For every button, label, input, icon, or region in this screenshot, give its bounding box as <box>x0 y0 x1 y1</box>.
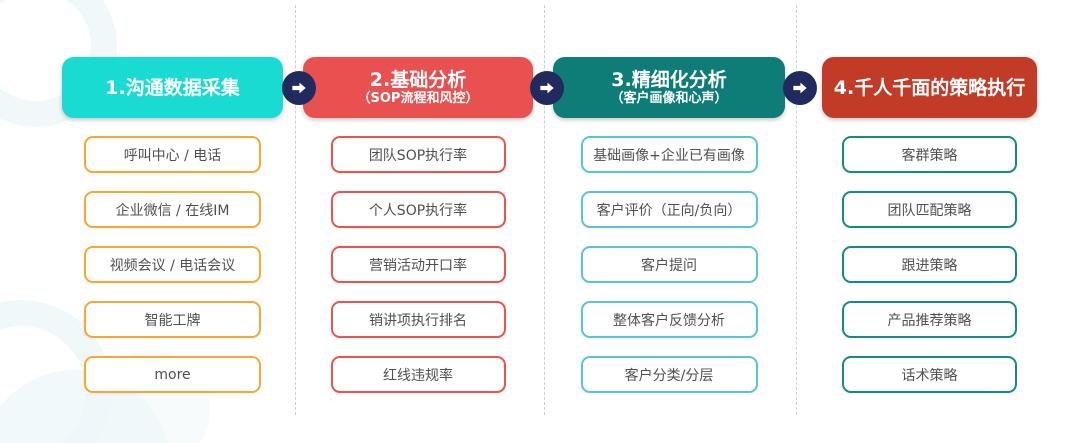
column-personalized-strategy-execution: 4.千人千面的策略执行 客群策略 团队匹配策略 跟进策略 产品推荐策略 话术策略 <box>822 57 1037 393</box>
item-box: 营销活动开口率 <box>330 246 506 283</box>
column-separator <box>544 5 545 415</box>
item-box: 企业微信 / 在线IM <box>84 191 261 228</box>
flow-arrow-icon <box>783 71 817 105</box>
column-communication-data-collection: 1.沟通数据采集 呼叫中心 / 电话 企业微信 / 在线IM 视频会议 / 电话… <box>62 57 283 393</box>
column-subtitle: （SOP流程和风控） <box>357 90 479 106</box>
column-header: 4.千人千面的策略执行 <box>822 57 1037 118</box>
item-box: more <box>84 356 261 393</box>
item-box: 团队匹配策略 <box>842 191 1017 228</box>
item-box: 基础画像+企业已有画像 <box>580 136 758 173</box>
column-separator <box>295 5 296 415</box>
column-separator <box>796 5 797 415</box>
column-title: 1.沟通数据采集 <box>105 76 240 99</box>
item-box: 客群策略 <box>842 136 1017 173</box>
item-box: 客户提问 <box>580 246 758 283</box>
column-subtitle: （客户画像和心声） <box>610 90 728 106</box>
item-box: 产品推荐策略 <box>842 301 1017 338</box>
item-box: 呼叫中心 / 电话 <box>84 136 261 173</box>
item-box: 个人SOP执行率 <box>330 191 506 228</box>
flow-arrow-icon <box>282 71 316 105</box>
column-title: 4.千人千面的策略执行 <box>833 76 1026 99</box>
item-box: 跟进策略 <box>842 246 1017 283</box>
column-title: 3.精细化分析 <box>611 68 727 91</box>
column-header: 3.精细化分析 （客户画像和心声） <box>553 57 785 118</box>
item-box: 销讲项执行排名 <box>330 301 506 338</box>
item-box: 团队SOP执行率 <box>330 136 506 173</box>
item-box: 客户分类/分层 <box>580 356 758 393</box>
item-box: 话术策略 <box>842 356 1017 393</box>
item-box: 整体客户反馈分析 <box>580 301 758 338</box>
column-header: 1.沟通数据采集 <box>62 57 283 118</box>
flow-arrow-icon <box>530 71 564 105</box>
item-box: 红线违规率 <box>330 356 506 393</box>
column-title: 2.基础分析 <box>369 68 467 91</box>
column-refined-analysis: 3.精细化分析 （客户画像和心声） 基础画像+企业已有画像 客户评价（正向/负向… <box>553 57 785 393</box>
column-header: 2.基础分析 （SOP流程和风控） <box>303 57 533 118</box>
item-box: 视频会议 / 电话会议 <box>84 246 261 283</box>
item-box: 客户评价（正向/负向） <box>580 191 758 228</box>
item-box: 智能工牌 <box>84 301 261 338</box>
column-basic-analysis: 2.基础分析 （SOP流程和风控） 团队SOP执行率 个人SOP执行率 营销活动… <box>303 57 533 393</box>
